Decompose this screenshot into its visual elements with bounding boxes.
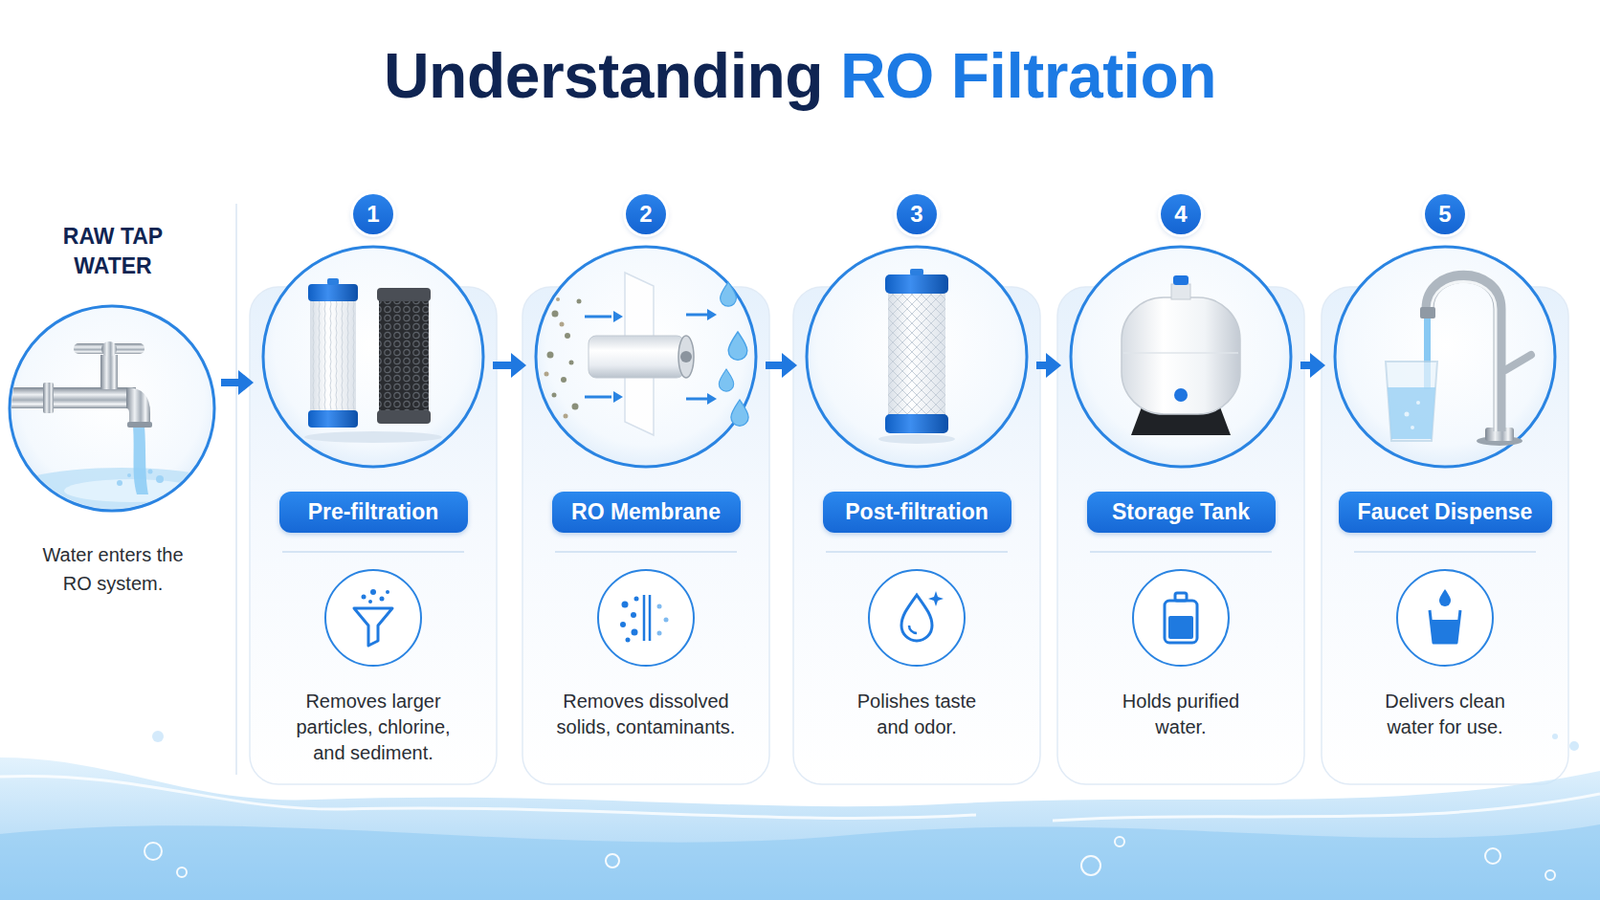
particles-icon (620, 595, 669, 644)
title-bar: Understanding RO Filtration (0, 40, 1600, 113)
flow-arrow-shaft (492, 361, 512, 370)
storage-tank (1121, 275, 1241, 436)
source-node: RAW TAP WATER Water enters the RO system. (7, 222, 219, 598)
step-number-badge: 1 (353, 194, 394, 235)
arrow-head (238, 370, 254, 396)
step-label: Faucet Dispense (1357, 501, 1534, 524)
step-number-badge: 3 (896, 194, 937, 235)
tap-illustration (0, 341, 246, 526)
postfilter-cartridge (878, 268, 956, 445)
step-number-badge: 2 (625, 194, 667, 235)
divider-line (235, 203, 238, 776)
step-label-pill: RO Membrane (552, 491, 741, 534)
step-description: Removes dissolved solids, contaminants. (545, 688, 747, 741)
arrow-head (781, 353, 798, 378)
flow-arrow-shaft (765, 361, 782, 370)
prefilter-cartridges (304, 278, 443, 444)
step-card: Polishes taste and odor. 3Post-filtration (800, 191, 1034, 787)
step-label: Storage Tank (1111, 501, 1250, 524)
step-card: Removes larger particles, chlorine, and … (256, 191, 490, 787)
step-description: Delivers clean water for use. (1373, 688, 1517, 741)
flow-arrow-shaft (1036, 361, 1046, 370)
source-heading: RAW TAP WATER (50, 222, 176, 282)
step-description: Polishes taste and odor. (844, 688, 989, 741)
container-icon (1164, 593, 1198, 644)
callout-number: 4 (1174, 202, 1187, 226)
ro-membrane-illustration (544, 272, 750, 436)
step-number-badge: 4 (1160, 194, 1201, 235)
drop-icon (901, 591, 944, 642)
flow-arrow (1036, 353, 1062, 378)
flow-arrow-shaft (221, 378, 239, 387)
step-card: Removes dissolved solids, contaminants. 2… (529, 191, 763, 787)
source-description: Water enters the RO system. (31, 540, 195, 599)
flow-arrow-shaft (1300, 361, 1311, 370)
step-label: Post-filtration (844, 501, 989, 524)
step-number-badge: 5 (1424, 194, 1466, 235)
flow-arrow (765, 353, 798, 378)
glass-icon (1429, 589, 1461, 644)
step-card: Holds purified water. 4Storage Tank (1064, 191, 1298, 787)
step-label: Pre-filtration (308, 501, 440, 524)
flow-arrow (221, 370, 254, 396)
step-description: Removes larger particles, chlorine, and … (277, 688, 469, 767)
step-icons (325, 570, 1493, 667)
step-label-pill: Storage Tank (1087, 491, 1276, 534)
callout-number: 2 (639, 202, 652, 226)
pill-underlines (282, 551, 1536, 554)
callout-number: 5 (1438, 202, 1451, 226)
image-circles (9, 246, 1556, 512)
step-label-pill: Pre-filtration (279, 491, 468, 534)
diagram-title: Understanding RO Filtration (383, 40, 1217, 113)
faucet-glass (1385, 276, 1532, 446)
arrow-head (511, 353, 527, 378)
step-card: Delivers clean water for use. 5Faucet Dis… (1328, 191, 1562, 787)
water-waves (0, 731, 1600, 900)
flow-arrow (492, 353, 527, 378)
funnel-icon (354, 589, 393, 646)
arrow-head (1310, 353, 1326, 378)
step-label: RO Membrane (571, 501, 721, 524)
step-description: Holds purified water. (1109, 688, 1253, 741)
step-label-pill: Faucet Dispense (1338, 491, 1553, 534)
callout-number: 3 (910, 202, 923, 226)
step-label-pill: Post-filtration (822, 491, 1012, 534)
callout-number: 1 (366, 202, 379, 226)
arrow-head (1045, 353, 1062, 378)
flow-arrow (1300, 353, 1326, 378)
